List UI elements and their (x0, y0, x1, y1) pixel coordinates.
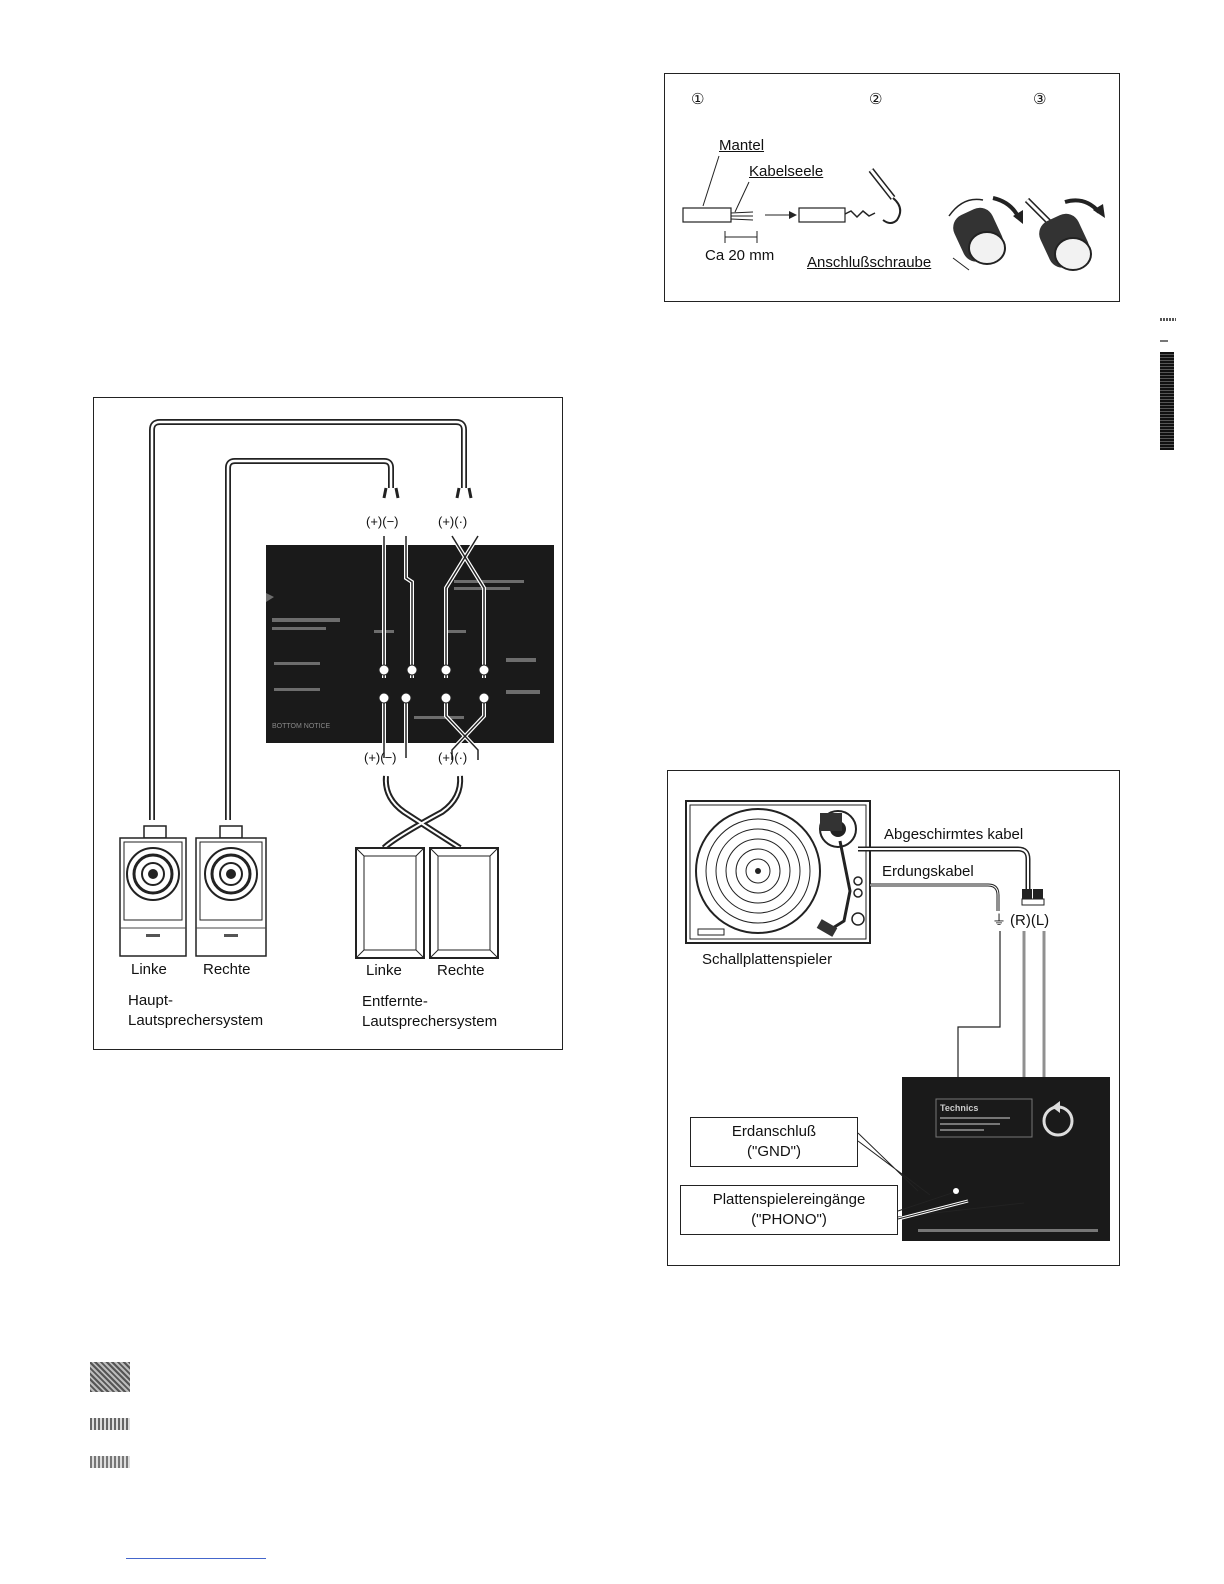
shielded-cable-label: Abgeschirmtes kabel (884, 826, 1023, 843)
panel-notice-text: BOTTOM NOTICE (272, 723, 330, 730)
channel-label: (R)(L) (1010, 912, 1049, 929)
scan-pattern (90, 1418, 130, 1430)
ground-symbol-icon: ⏚ (992, 910, 1006, 930)
page-edge-mark (1160, 340, 1168, 342)
phono-callout: Plattenspielereingänge ("PHONO") (680, 1185, 898, 1235)
scan-pattern (90, 1362, 130, 1392)
main-caption-2: Lautsprechersystem (128, 1012, 263, 1029)
main-caption-1: Haupt- (128, 992, 173, 1009)
speaker-panel: (+)(−) (+)(·) BOTTOM NOTICE (+)(−) (+)(·… (93, 397, 563, 1050)
brand-label: Technics (940, 1103, 978, 1113)
wire-prep-panel: ① ② ③ Mantel Kabelseele Ca 20 mm Anschlu… (664, 73, 1120, 302)
remote-caption-2: Lautsprechersystem (362, 1013, 497, 1030)
phono-callout-line1: Plattenspielereingänge (681, 1190, 897, 1210)
main-speaker-right (196, 826, 266, 956)
page-edge-mark (1160, 318, 1176, 321)
gnd-callout-line2: ("GND") (691, 1142, 857, 1162)
page-thumb-tab (1160, 352, 1174, 450)
remote-speaker-right (430, 848, 498, 958)
gnd-callout: Erdanschluß ("GND") (690, 1117, 858, 1167)
scan-pattern (90, 1456, 130, 1468)
remote-left-label: Linke (366, 962, 402, 979)
main-right-label: Rechte (203, 961, 251, 978)
terminal-label-top-b: (+)(·) (438, 514, 467, 529)
footer-rule (126, 1558, 266, 1559)
gnd-callout-line1: Erdanschluß (691, 1122, 857, 1142)
terminal-label-bottom-b: (+)(·) (438, 750, 467, 765)
phono-callout-line2: ("PHONO") (681, 1210, 897, 1230)
remote-speaker-left (356, 848, 424, 958)
terminal-label-bottom-a: (+)(−) (364, 750, 397, 765)
ground-cable-label: Erdungskabel (882, 863, 974, 880)
turntable-panel: Abgeschirmtes kabel Erdungskabel ⏚ (R)(L… (667, 770, 1120, 1266)
remote-caption-1: Entfernte- (362, 993, 428, 1010)
main-speaker-left (120, 826, 186, 956)
main-left-label: Linke (131, 961, 167, 978)
player-label: Schallplattenspieler (702, 951, 832, 968)
remote-right-label: Rechte (437, 962, 485, 979)
terminal-label-top-a: (+)(−) (366, 514, 399, 529)
wire-prep-drawing (665, 74, 1121, 303)
